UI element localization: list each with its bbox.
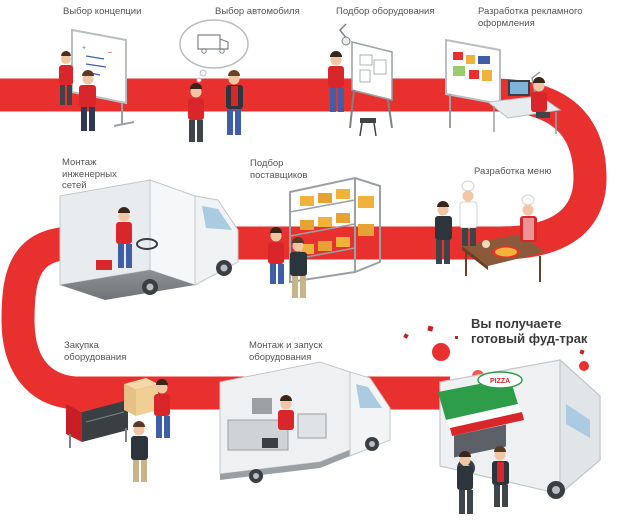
svg-text:+: + — [82, 45, 86, 52]
vehicle-scene — [179, 19, 249, 142]
step-label-concept: Выбор концепции — [63, 6, 142, 17]
step-label-vehicle: Выбор автомобиля — [215, 6, 300, 17]
step-label-engineering: Монтаж инженерных сетей — [62, 157, 117, 191]
suppliers-scene — [268, 176, 381, 298]
equipment-selection-scene — [328, 23, 393, 137]
food-truck-scene: PIZZA — [403, 325, 601, 514]
installation-scene — [219, 361, 391, 483]
final-title: Вы получаете готовый фуд-трак — [471, 316, 588, 346]
purchase-scene — [66, 378, 170, 482]
ad-design-scene — [445, 38, 562, 134]
step-label-suppliers: Подбор поставщиков — [250, 158, 308, 181]
truck-brand-logo: PIZZA — [490, 378, 510, 385]
engineering-scene — [59, 179, 239, 300]
step-label-purchase: Закупка оборудования — [64, 340, 127, 363]
svg-text:–: – — [108, 49, 112, 56]
step-label-ad-design: Разработка рекламного оформления — [478, 6, 583, 29]
step-label-installation: Монтаж и запуск оборудования — [249, 340, 323, 363]
concept-scene: + – — [59, 28, 135, 131]
step-label-menu: Разработка меню — [474, 166, 552, 177]
menu-scene — [435, 180, 545, 282]
step-label-equipment-selection: Подбор оборудования — [336, 6, 435, 17]
